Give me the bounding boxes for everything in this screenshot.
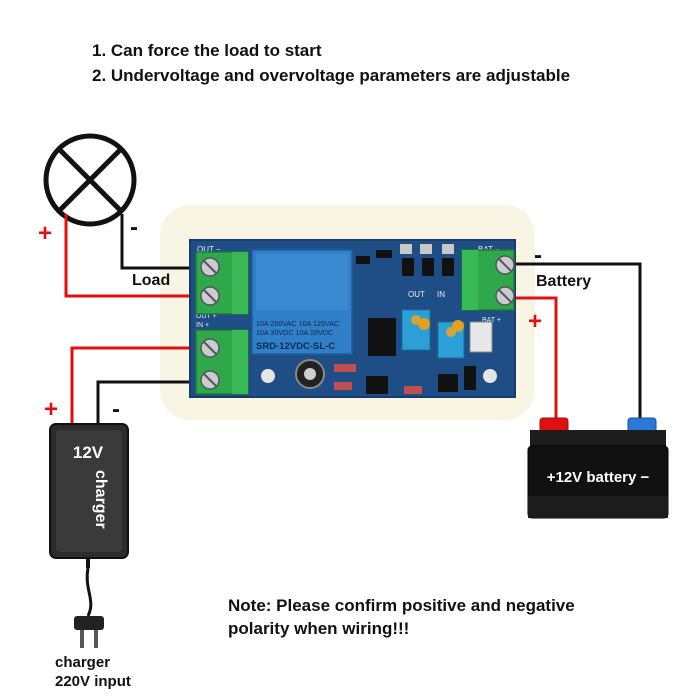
battery-text-label: Battery — [536, 273, 592, 290]
terminal-load — [195, 251, 249, 315]
load-negative-wire — [120, 214, 212, 270]
charger-plus-sign: + — [44, 396, 59, 423]
charger-icon — [49, 423, 129, 648]
relay-rating-1: 10A 250VAC 10A 125VAC — [256, 319, 339, 328]
charger-name: charger — [92, 470, 109, 529]
battery-plus-sign: + — [528, 308, 543, 335]
battery-label: +12V battery − — [547, 469, 650, 486]
mark-out-plus: OUT + — [196, 313, 217, 320]
feature-item-1: 1. Can force the load to start — [92, 41, 322, 60]
charger-input-label: charger 220V input — [55, 653, 131, 691]
charger-input-line-1: charger — [55, 654, 111, 671]
terminal-battery — [461, 249, 515, 311]
relay-rating-2: 10A 30VDC 10A 28VDC — [256, 328, 333, 337]
battery-minus-sign: - — [534, 242, 542, 269]
terminal-charger — [195, 329, 249, 395]
feature-list: 1. Can force the load to start 2. Underv… — [92, 38, 570, 88]
mark-in: IN — [437, 290, 445, 299]
load-minus-sign: - — [130, 214, 138, 241]
battery-negative-wire — [508, 262, 642, 424]
mark-in-plus: IN + — [196, 322, 209, 329]
load-label: Load — [132, 272, 171, 289]
relay — [251, 249, 353, 355]
mark-out-minus: OUT − — [197, 245, 221, 254]
battery-icon — [527, 417, 669, 519]
board-components — [261, 244, 497, 394]
note-line-2: polarity when wiring!!! — [228, 619, 410, 638]
note-line-1: Note: Please confirm positive and negati… — [228, 596, 575, 615]
mark-bat-plus: BAT + — [482, 317, 501, 324]
charger-minus-sign: - — [112, 396, 120, 423]
lamp-icon — [43, 133, 137, 227]
charger-voltage: 12V — [73, 443, 104, 462]
charger-negative-wire — [96, 380, 210, 428]
battery-positive-wire — [508, 296, 558, 424]
charger-positive-wire — [70, 346, 210, 428]
relay-model: SRD-12VDC-SL-C — [256, 341, 335, 352]
polarity-note: Note: Please confirm positive and negati… — [228, 594, 575, 640]
charger-input-line-2: 220V input — [55, 673, 131, 690]
feature-item-2: 2. Undervoltage and overvoltage paramete… — [92, 66, 571, 85]
load-positive-wire — [64, 214, 212, 298]
mark-out: OUT — [408, 290, 425, 299]
load-plus-sign: + — [38, 220, 53, 247]
